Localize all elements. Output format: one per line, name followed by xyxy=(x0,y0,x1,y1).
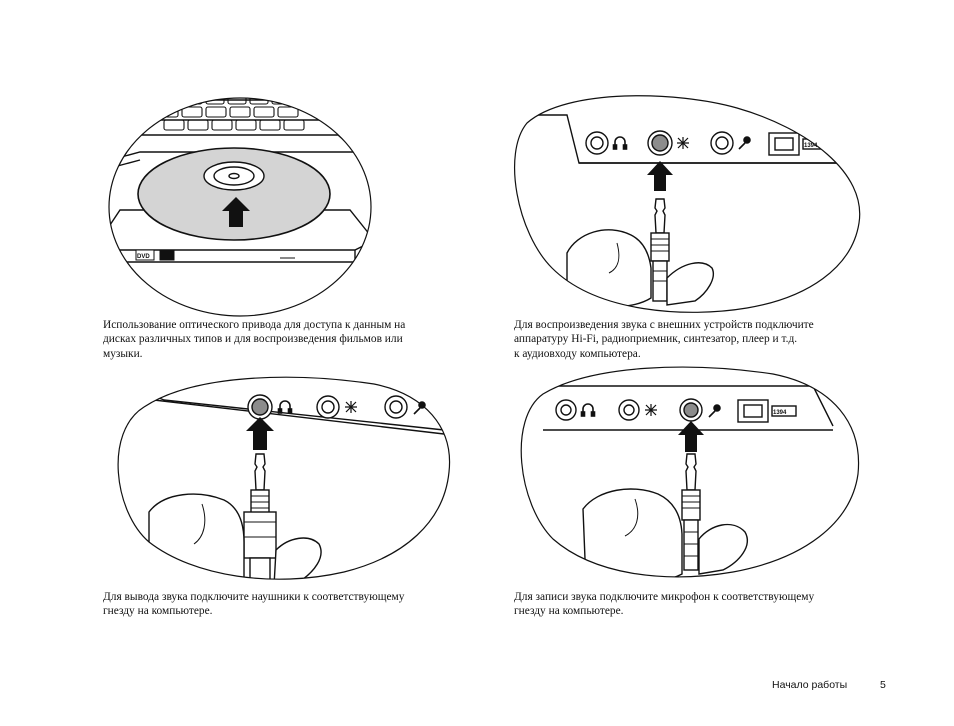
caption-line: дисках различных типов и для воспроизвед… xyxy=(103,333,403,346)
caption-line: к аудиовходу компьютера. xyxy=(514,347,641,360)
caption-line: гнезду на компьютере. xyxy=(103,605,213,618)
plug-in-arrow-icon xyxy=(647,161,673,191)
headphone-symbol-icon xyxy=(580,403,596,417)
caption-line: гнезду на компьютере. xyxy=(514,605,624,618)
optical-drive-illustration: DVD xyxy=(108,97,372,317)
firewire-label: 1394 xyxy=(773,410,787,416)
headphones-illustration xyxy=(117,376,451,580)
mic-symbol-icon xyxy=(413,401,426,415)
plug-in-arrow-icon xyxy=(678,421,704,452)
mic-jack xyxy=(710,131,734,155)
headphone-jack xyxy=(585,131,609,155)
page-number: 5 xyxy=(880,679,886,691)
audio-plug xyxy=(243,453,277,580)
microphone-illustration: 1394 xyxy=(520,366,860,578)
caption-line: Использование оптического привода для до… xyxy=(103,319,406,331)
caption-line: Для вывода звука подключите наушники к с… xyxy=(103,591,405,603)
mic-jack xyxy=(384,395,408,419)
line-in-symbol-icon xyxy=(645,404,657,416)
line-in-symbol-icon xyxy=(345,401,357,413)
caption-line: Для записи звука подключите микрофон к с… xyxy=(514,591,815,603)
audio-plug xyxy=(650,198,670,302)
footer-section-title: Начало работы xyxy=(772,679,848,691)
mic-symbol-icon xyxy=(708,404,721,418)
audio-in-caption: Для воспроизведения звука с внешних устр… xyxy=(514,318,814,361)
line-in-jack xyxy=(618,399,640,421)
insert-arrow-icon xyxy=(222,197,250,227)
mic-jack-highlighted xyxy=(679,398,703,422)
line-in-symbol-icon xyxy=(677,137,689,149)
headphone-jack xyxy=(555,399,577,421)
headphone-symbol-icon xyxy=(277,400,293,414)
optical-drive-caption: Использование оптического привода для до… xyxy=(103,318,405,361)
mic-symbol-icon xyxy=(738,136,751,150)
caption-line: аппаратуру Hi-Fi, радиоприемник, синтеза… xyxy=(514,333,798,346)
microphone-caption: Для записи звука подключите микрофон к с… xyxy=(514,590,814,619)
line-in-jack xyxy=(316,395,340,419)
headphones-caption: Для вывода звука подключите наушники к с… xyxy=(103,590,404,619)
caption-line: музыки. xyxy=(103,347,143,360)
firewire-label: 1394 xyxy=(804,143,818,149)
audio-plug xyxy=(681,453,701,571)
headphone-symbol-icon xyxy=(612,136,628,150)
dvd-logo-label: DVD xyxy=(137,254,150,260)
headphone-jack-highlighted xyxy=(247,394,273,420)
audio-in-illustration: 1394 xyxy=(514,95,861,313)
caption-line: Для воспроизведения звука с внешних устр… xyxy=(514,319,814,331)
plug-in-arrow-icon xyxy=(246,417,274,450)
disc xyxy=(137,147,331,241)
line-in-jack-highlighted xyxy=(647,130,673,156)
